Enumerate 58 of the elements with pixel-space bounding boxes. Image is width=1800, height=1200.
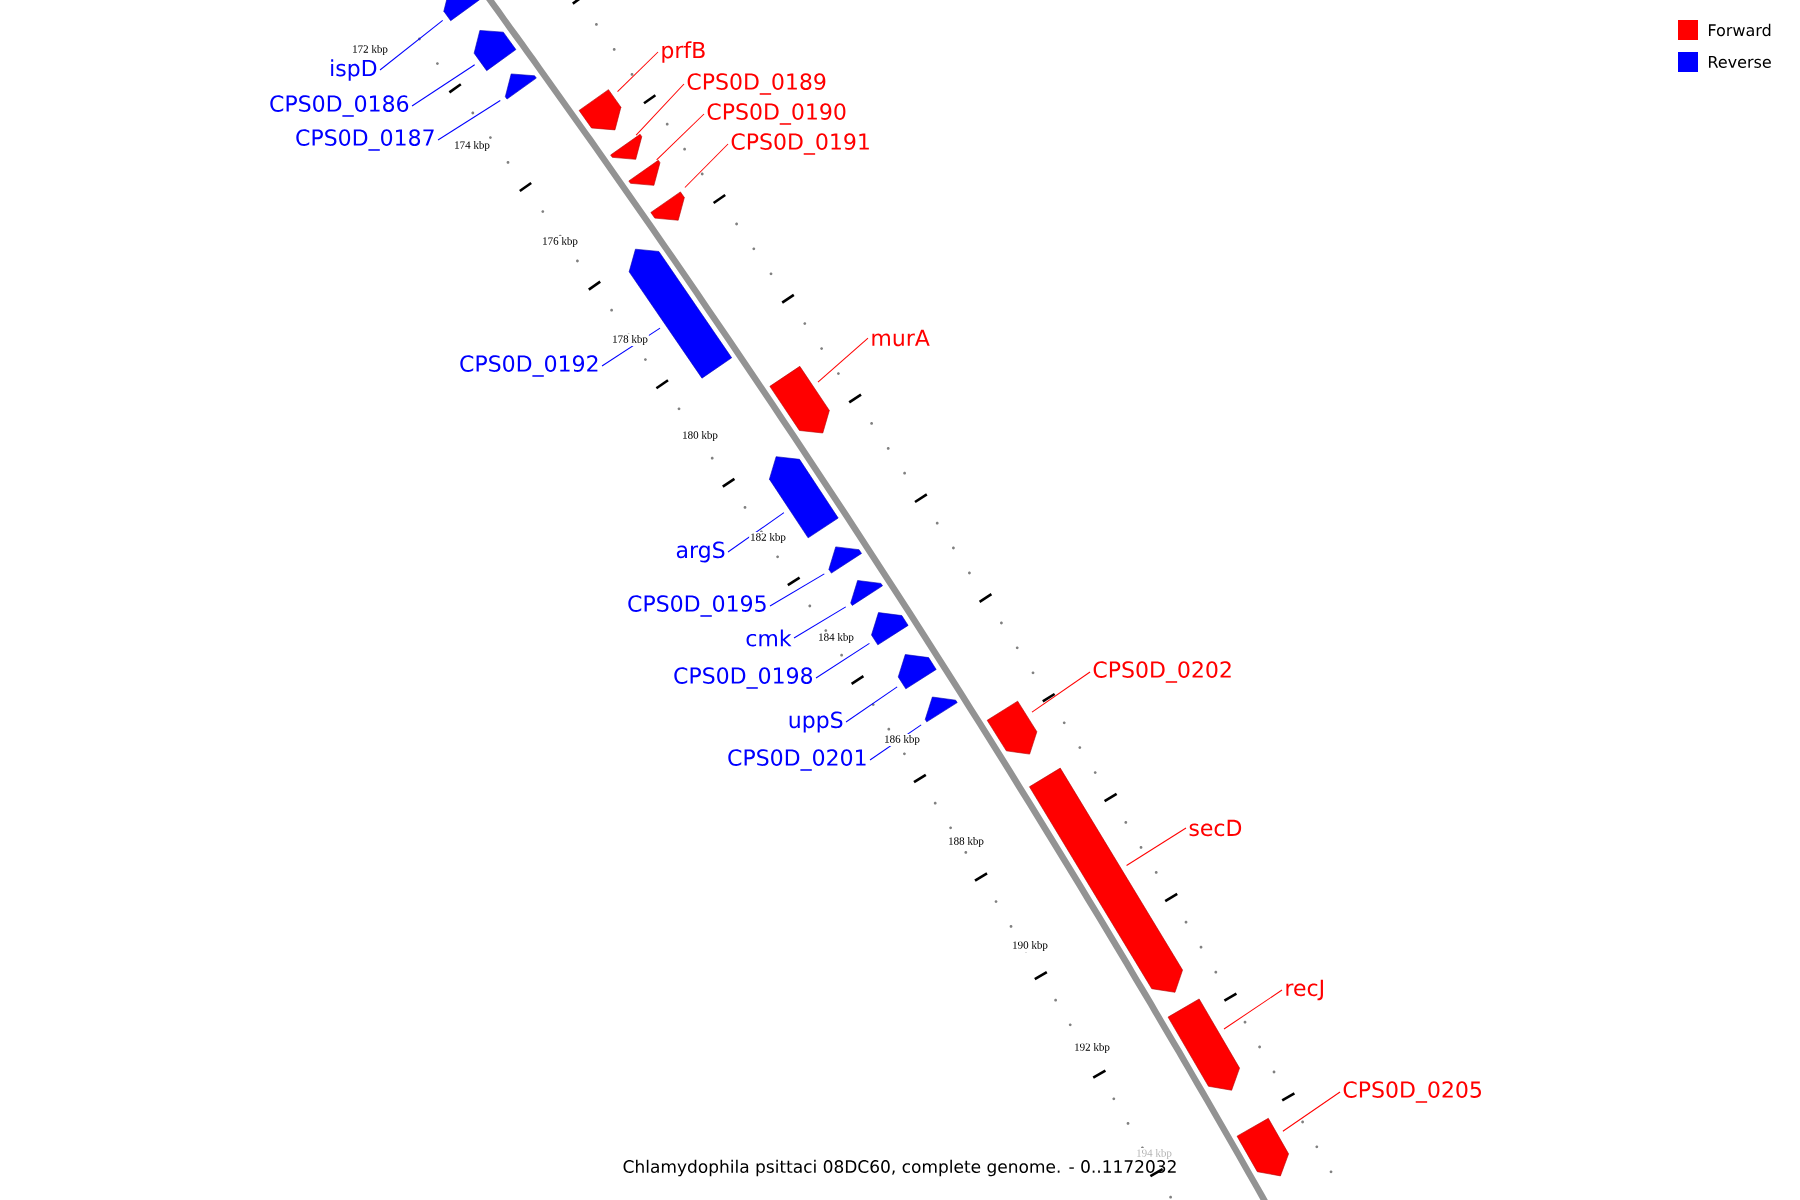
gene-bar [1167,998,1240,1091]
leader-line [727,512,785,553]
legend-label: Reverse [1709,56,1771,68]
leader-line [617,51,659,93]
gene-label: recJ [1286,979,1323,1001]
leader-line [793,606,847,639]
gene-bar [650,191,685,221]
leader-line [684,143,729,188]
gene-label: cmk [746,629,792,647]
caption: Chlamydophila psittaci 08DC60, complete genome. - 0..1172032 [623,1159,1176,1177]
leader-line [845,686,898,723]
gene-bar [769,366,830,434]
leader-line [1282,1091,1341,1132]
gene-label: prfB [662,41,705,63]
leader-line [769,573,825,607]
leader-line [1031,671,1091,713]
gene-bar [986,700,1038,755]
leader-line [817,337,869,383]
gene-bar [443,0,481,21]
gene-bar [628,160,661,186]
leader-line [815,642,870,679]
gene-label: CPS0D_0191 [731,133,869,155]
gene-bar [578,89,622,131]
leader-line [437,99,501,141]
gene-label: CPS0D_0187 [296,129,434,151]
gene-label: CPS0D_0186 [270,95,409,117]
gene-label: CPS0D_0190 [707,103,846,125]
gene-label: CPS0D_0192 [460,355,598,377]
gene-bar [924,696,958,723]
gene-bar [828,546,862,574]
gene-bar [871,612,909,646]
gene-label: secD [1189,819,1242,837]
gene-bar [1236,1118,1289,1177]
gene-bar [505,73,537,100]
gene-bar [628,248,732,379]
leader-line [411,64,476,107]
legend-label: Forward [1709,23,1771,37]
gene-label: CPS0D_0205 [1343,1081,1481,1103]
leader-line [1223,989,1283,1030]
gene-label: argS [676,541,725,563]
gene-label: ispD [331,59,377,81]
gene-bar [769,456,839,539]
gene-label: CPS0D_0198 [674,667,813,689]
gene-bar [850,580,883,606]
gene-bar [610,133,643,160]
leader-line [635,83,685,136]
gene-label: CPS0D_0202 [1093,661,1231,683]
leader-line [1126,827,1187,866]
gene-label: uppS [789,711,843,733]
gene-label: murA [872,329,930,347]
gene-label: CPS0D_0195 [628,595,766,617]
gene-label: CPS0D_0189 [687,73,826,95]
gene-bar [473,30,517,71]
gene-bar [897,654,937,690]
gene-label: CPS0D_0201 [728,749,866,771]
leader-line [379,19,444,71]
leader-line [656,113,705,161]
gene-bar [1029,767,1183,993]
